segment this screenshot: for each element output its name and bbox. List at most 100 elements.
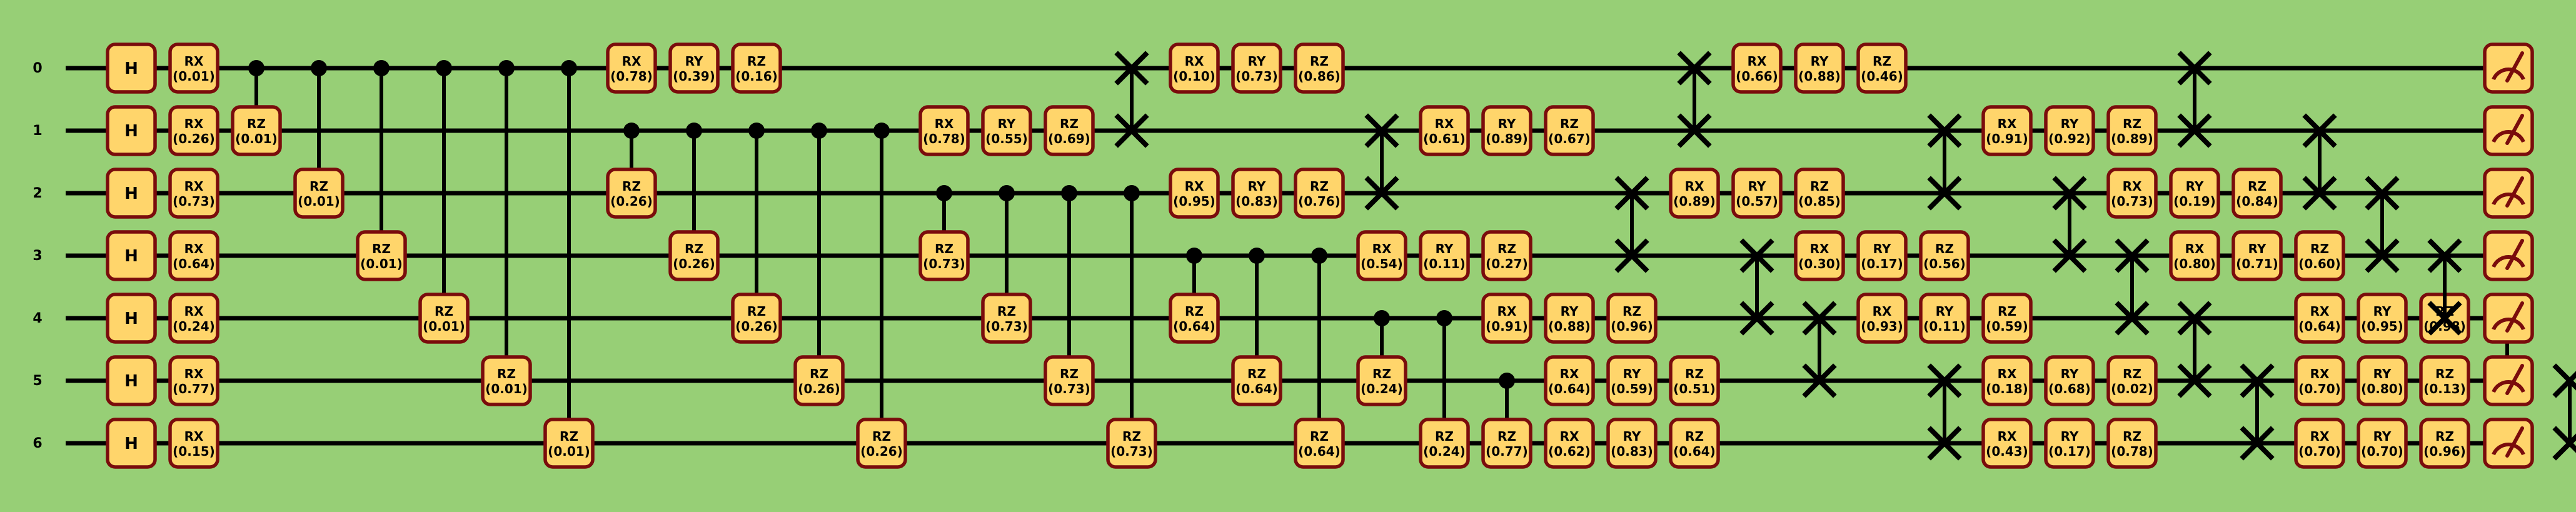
gate-ry[interactable]: RY(0.68): [2044, 355, 2095, 406]
gate-rx[interactable]: RX(0.70): [2294, 355, 2345, 406]
gate-rx[interactable]: RX(0.91): [1981, 105, 2033, 156]
gate-box[interactable]: [981, 293, 1032, 344]
gate-h[interactable]: H: [106, 105, 157, 156]
gate-rz[interactable]: RZ(0.16): [731, 43, 782, 94]
gate-box[interactable]: [168, 293, 219, 344]
gate-box[interactable]: [606, 168, 657, 219]
measure-gate[interactable]: [2483, 418, 2534, 469]
controlled-gate-rz[interactable]: RZ(0.73): [981, 185, 1032, 344]
gate-box[interactable]: [2106, 355, 2158, 406]
controlled-gate-rz[interactable]: RZ(0.26): [606, 123, 657, 219]
swap-gate[interactable]: [1927, 113, 1962, 211]
gate-box[interactable]: [731, 43, 782, 94]
gate-box[interactable]: [1356, 355, 1407, 406]
gate-rx[interactable]: RX(0.62): [1544, 418, 1595, 469]
controlled-gate-rz[interactable]: RZ(0.01): [418, 60, 470, 344]
gate-ry[interactable]: RY(0.88): [1544, 293, 1595, 344]
gate-rx[interactable]: RX(0.91): [1481, 293, 1532, 344]
gate-box[interactable]: [1606, 293, 1658, 344]
gate-box[interactable]: [1481, 105, 1532, 156]
gate-ry[interactable]: RY(0.71): [2231, 230, 2283, 281]
gate-rx[interactable]: RX(0.95): [1169, 168, 1220, 219]
controlled-gate-rz[interactable]: RZ(0.64): [1294, 248, 1345, 469]
gate-rz[interactable]: RZ(0.67): [1544, 105, 1595, 156]
gate-box[interactable]: [2044, 355, 2095, 406]
gate-box[interactable]: [2106, 105, 2158, 156]
gate-box[interactable]: [168, 105, 219, 156]
gate-box[interactable]: [481, 355, 532, 406]
gate-box[interactable]: [2169, 168, 2220, 219]
gate-box[interactable]: [2231, 168, 2283, 219]
gate-rx[interactable]: RX(0.54): [1356, 230, 1407, 281]
gate-box[interactable]: [2169, 230, 2220, 281]
gate-rx[interactable]: RX(0.43): [1981, 418, 2033, 469]
gate-box[interactable]: [1044, 105, 1095, 156]
gate-box[interactable]: [1981, 293, 2033, 344]
gate-rz[interactable]: RZ(0.46): [1856, 43, 1908, 94]
gate-rz[interactable]: RZ(0.64): [1669, 418, 1720, 469]
gate-h[interactable]: H: [106, 230, 157, 281]
gate-rz[interactable]: RZ(0.27): [1481, 230, 1532, 281]
gate-rz[interactable]: RZ(0.84): [2231, 168, 2283, 219]
swap-gate[interactable]: [1364, 113, 1399, 211]
gate-box[interactable]: [1856, 43, 1908, 94]
gate-box[interactable]: [2294, 418, 2345, 469]
gate-box[interactable]: [106, 168, 157, 219]
gate-box[interactable]: [1919, 293, 1970, 344]
gate-rx[interactable]: RX(0.80): [2169, 230, 2220, 281]
gate-rz[interactable]: RZ(0.76): [1294, 168, 1345, 219]
gate-box[interactable]: [1981, 418, 2033, 469]
gate-rx[interactable]: RX(0.70): [2294, 418, 2345, 469]
gate-box[interactable]: [106, 355, 157, 406]
gate-box[interactable]: [2419, 355, 2470, 406]
measure-gate[interactable]: [2483, 168, 2534, 219]
measure-gate[interactable]: [2483, 355, 2534, 406]
swap-gate[interactable]: [2177, 301, 2212, 398]
gate-box[interactable]: [1794, 43, 1845, 94]
gate-box[interactable]: [856, 418, 907, 469]
gate-ry[interactable]: RY(0.11): [1919, 293, 1970, 344]
gate-rx[interactable]: RX(0.61): [1419, 105, 1470, 156]
gate-box[interactable]: [1419, 418, 1470, 469]
gate-ry[interactable]: RY(0.80): [2357, 355, 2408, 406]
gate-box[interactable]: [1544, 418, 1595, 469]
gate-box[interactable]: [2106, 168, 2158, 219]
gate-box[interactable]: [543, 418, 595, 469]
swap-gate[interactable]: [1927, 363, 1962, 461]
measure-gate[interactable]: [2483, 230, 2534, 281]
swap-gate[interactable]: [2240, 363, 2275, 461]
gate-box[interactable]: [2357, 293, 2408, 344]
gate-box[interactable]: [1481, 293, 1532, 344]
gate-rx[interactable]: RX(0.01): [168, 43, 219, 94]
gate-box[interactable]: [1169, 293, 1220, 344]
gate-box[interactable]: [1231, 168, 1282, 219]
measure-gate[interactable]: [2483, 105, 2534, 156]
gate-box[interactable]: [231, 105, 282, 156]
controlled-gate-rz[interactable]: RZ(0.26): [793, 123, 845, 406]
gate-box[interactable]: [418, 293, 470, 344]
gate-box[interactable]: [1294, 43, 1345, 94]
gate-box[interactable]: [1544, 293, 1595, 344]
gate-box[interactable]: [1481, 418, 1532, 469]
gate-box[interactable]: [106, 230, 157, 281]
gate-rz[interactable]: RZ(0.78): [2106, 418, 2158, 469]
controlled-gate-rz[interactable]: RZ(0.01): [543, 60, 595, 469]
gate-box[interactable]: [2294, 355, 2345, 406]
controlled-gate-rz[interactable]: RZ(0.73): [918, 185, 970, 281]
gate-box[interactable]: [106, 293, 157, 344]
controlled-gate-rz[interactable]: RZ(0.01): [293, 60, 345, 219]
gate-box[interactable]: [2044, 105, 2095, 156]
swap-gate[interactable]: [1114, 51, 1149, 148]
gate-box[interactable]: [168, 418, 219, 469]
controlled-gate-rz[interactable]: RZ(0.77): [1481, 373, 1532, 469]
gate-rx[interactable]: RX(0.24): [168, 293, 219, 344]
gate-rx[interactable]: RX(0.78): [606, 43, 657, 94]
gate-ry[interactable]: RY(0.19): [2169, 168, 2220, 219]
gate-box[interactable]: [981, 105, 1032, 156]
controlled-gate-rz[interactable]: RZ(0.64): [1231, 248, 1282, 406]
gate-rz[interactable]: RZ(0.13): [2419, 355, 2470, 406]
controlled-gate-rz[interactable]: RZ(0.24): [1419, 310, 1470, 469]
gate-box[interactable]: [1606, 418, 1658, 469]
gate-box[interactable]: [1669, 168, 1720, 219]
gate-h[interactable]: H: [106, 43, 157, 94]
